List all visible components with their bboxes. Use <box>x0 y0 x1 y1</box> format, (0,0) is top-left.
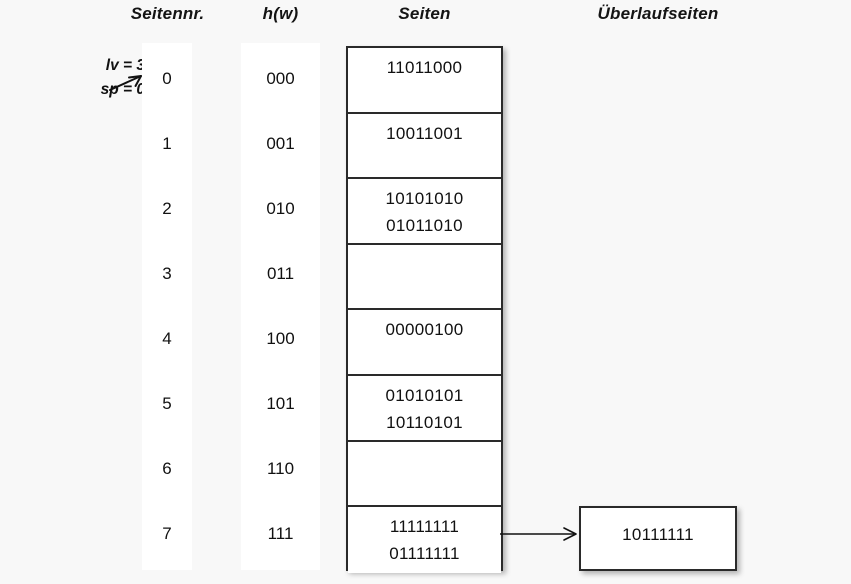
page-cell: 11011000 <box>348 48 501 114</box>
seitennr-cell: 1 <box>162 133 172 153</box>
page-entry: 01010101 <box>385 385 464 405</box>
page-entry: 00000100 <box>385 320 464 340</box>
page-entry: 01011010 <box>386 216 463 236</box>
seitennr-cell: 6 <box>162 458 172 478</box>
column-header-seiten: Seiten <box>398 4 451 23</box>
seitennr-column: 0 1 2 3 4 5 6 7 <box>142 46 192 566</box>
seitennr-cell: 5 <box>162 393 172 413</box>
column-header-hw: h(w) <box>262 4 299 23</box>
hw-column: 000 001 010 011 100 101 110 111 <box>241 46 320 566</box>
page-cell-empty <box>348 441 501 508</box>
hw-cell: 000 <box>266 68 295 88</box>
page-entry: 10011001 <box>386 123 463 143</box>
column-header-ueberlaufseiten: Überlaufseiten <box>597 4 719 23</box>
arrow-right-icon <box>500 527 577 541</box>
hw-cell: 011 <box>266 263 295 283</box>
hw-cell: 110 <box>266 458 295 478</box>
hw-cell: 101 <box>266 393 295 413</box>
annotation-sp: sp = 0 <box>100 81 145 98</box>
hw-cell: 100 <box>266 328 295 348</box>
seitennr-cell: 4 <box>162 328 172 348</box>
page-entry: 11111111 <box>389 517 460 537</box>
annotation-lv: lv = 3 <box>105 57 145 74</box>
page-cell: 10011001 <box>348 113 501 180</box>
page-cell: 11111111 01111111 <box>348 507 501 573</box>
arrow-pointer-icon <box>109 75 142 91</box>
page-cell: 00000100 <box>348 310 501 376</box>
hw-cell: 001 <box>266 133 295 153</box>
page-cell: 10101010 01011010 <box>348 179 501 245</box>
hw-cell: 111 <box>267 523 294 543</box>
page-cell: 01010101 10110101 <box>348 375 501 442</box>
seitennr-cell: 7 <box>162 523 172 543</box>
seitennr-cell: 0 <box>162 68 172 88</box>
page-entry: 10101010 <box>385 189 464 209</box>
page-entry: 01111111 <box>389 544 460 564</box>
hw-cell: 010 <box>266 198 295 218</box>
page-entry: 11011000 <box>386 58 463 77</box>
seitennr-cell: 2 <box>162 198 172 218</box>
pages-table: 11011000 10011001 10101010 01011010 0000… <box>346 46 503 573</box>
seitennr-cell: 3 <box>162 263 172 283</box>
page-entry: 10110101 <box>386 412 463 432</box>
overflow-page-box: 10111111 <box>579 506 737 571</box>
page-cell-empty <box>348 244 501 311</box>
column-header-seitennr: Seitennr. <box>130 4 205 23</box>
overflow-page-entry: 10111111 <box>622 524 694 544</box>
level-split-annotation: lv = 3 sp = 0 <box>40 54 145 102</box>
hw-column-band <box>241 43 320 570</box>
seitennr-column-band <box>142 43 192 570</box>
